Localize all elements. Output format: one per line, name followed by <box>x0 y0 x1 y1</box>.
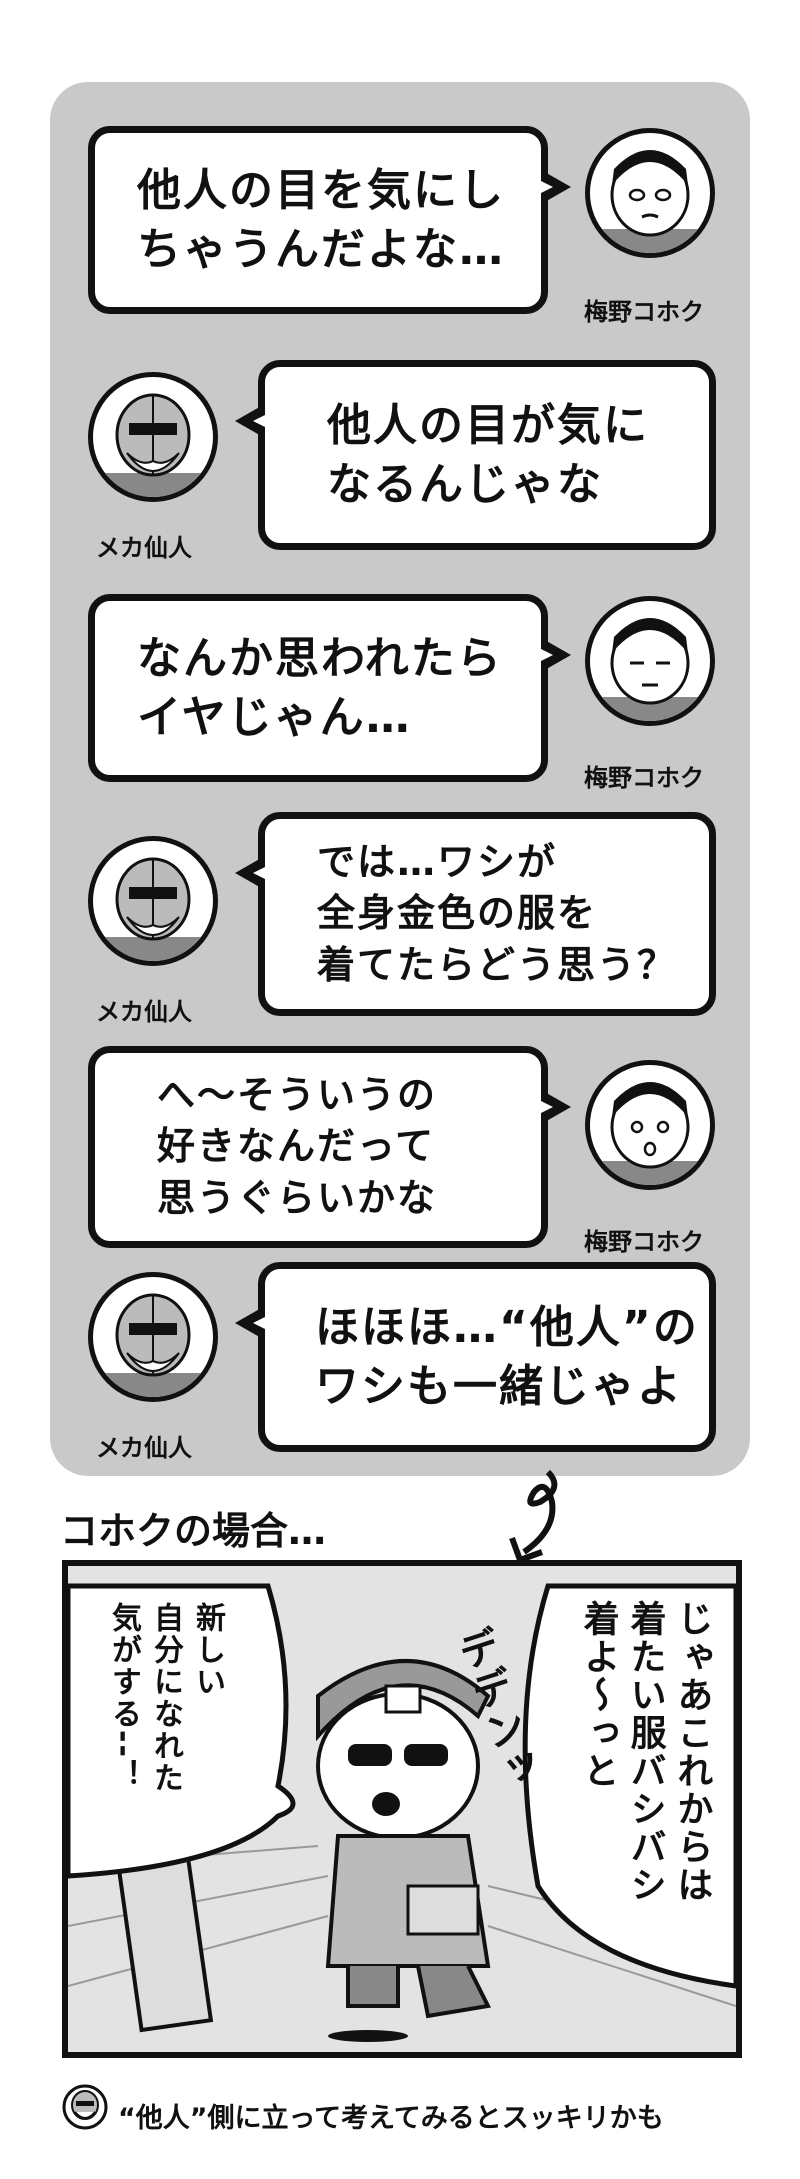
sennin-avatar <box>88 836 218 966</box>
sennin-avatar <box>88 372 218 502</box>
speech-text-3: なんか思われたら イヤじゃん… <box>137 632 503 743</box>
kohoku-name: 梅野コホク <box>584 298 704 326</box>
comic-illustration <box>68 1583 736 2042</box>
sennin-name: メカ仙人 <box>96 998 192 1026</box>
sennin-small-icon <box>62 2084 108 2130</box>
section-title: コホクの場合… <box>60 1509 327 1553</box>
kohoku-avatar <box>585 128 715 258</box>
speech-bubble-1: 他人の目を気にし ちゃうんだよな… <box>88 126 571 314</box>
speech-bubble-5: へ～そういうの 好きなんだって 思うぐらいかな <box>88 1046 571 1248</box>
curly-arrow-icon <box>509 1469 558 1564</box>
speech-bubble-4: では…ワシが 全身金色の服を 着てたらどう思う？ <box>235 812 716 1016</box>
sennin-name: メカ仙人 <box>96 1434 192 1462</box>
kohoku-name: 梅野コホク <box>584 764 704 792</box>
speech-text-2: 他人の目が気に なるんじゃな <box>327 399 649 510</box>
speech-bubble-6: ほほほ…“他人”の ワシも一緒じゃよ <box>235 1262 716 1452</box>
kohoku-name: 梅野コホク <box>584 1228 704 1256</box>
left-thought-bubble-text: 新しい 自分になれた 気がする--！ <box>106 1602 225 1794</box>
kohoku-avatar <box>585 596 715 726</box>
speech-text-6: ほほほ…“他人”の ワシも一緒じゃよ <box>315 1301 699 1412</box>
kohoku-avatar <box>585 1060 715 1190</box>
speech-bubble-2: 他人の目が気に なるんじゃな <box>235 360 716 550</box>
caption: “他人”側に立って考えてみるとスッキリかも <box>118 2103 664 2134</box>
sennin-name: メカ仙人 <box>96 534 192 562</box>
speech-text-1: 他人の目を気にし ちゃうんだよな… <box>137 164 505 275</box>
speech-text-4: では…ワシが 全身金色の服を 着てたらどう思う？ <box>317 840 678 987</box>
sennin-avatar <box>88 1272 218 1402</box>
speech-text-5: へ～そういうの 好きなんだって 思うぐらいかな <box>157 1073 438 1220</box>
comic-panel: 新しい 自分になれた 気がする--！ じゃあこれからは 着たい服バシバシ 着よ～… <box>62 1560 742 2058</box>
speech-bubble-3: なんか思われたら イヤじゃん… <box>88 594 571 782</box>
right-speech-bubble-text: じゃあこれからは 着たい服バシバシ 着よ～っと <box>577 1600 713 1904</box>
